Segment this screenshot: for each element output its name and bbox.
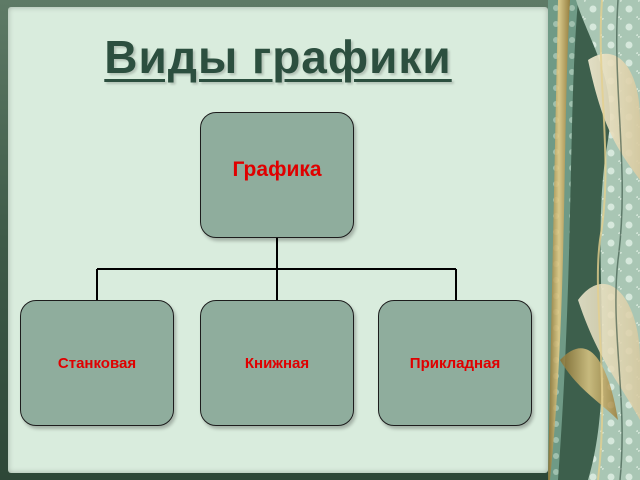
curtain-illustration <box>548 0 640 480</box>
child-node-1: Станковая <box>20 300 174 426</box>
child-node-2: Книжная <box>200 300 354 426</box>
child-node-label: Станковая <box>57 354 137 372</box>
decorative-curtain <box>548 0 640 480</box>
child-node-label: Книжная <box>244 354 310 372</box>
child-node-3: Прикладная <box>378 300 532 426</box>
slide-title: Виды графики <box>104 31 452 83</box>
child-node-label: Прикладная <box>409 354 501 372</box>
root-node-label: Графика <box>232 158 322 181</box>
root-node: Графика <box>200 112 354 238</box>
